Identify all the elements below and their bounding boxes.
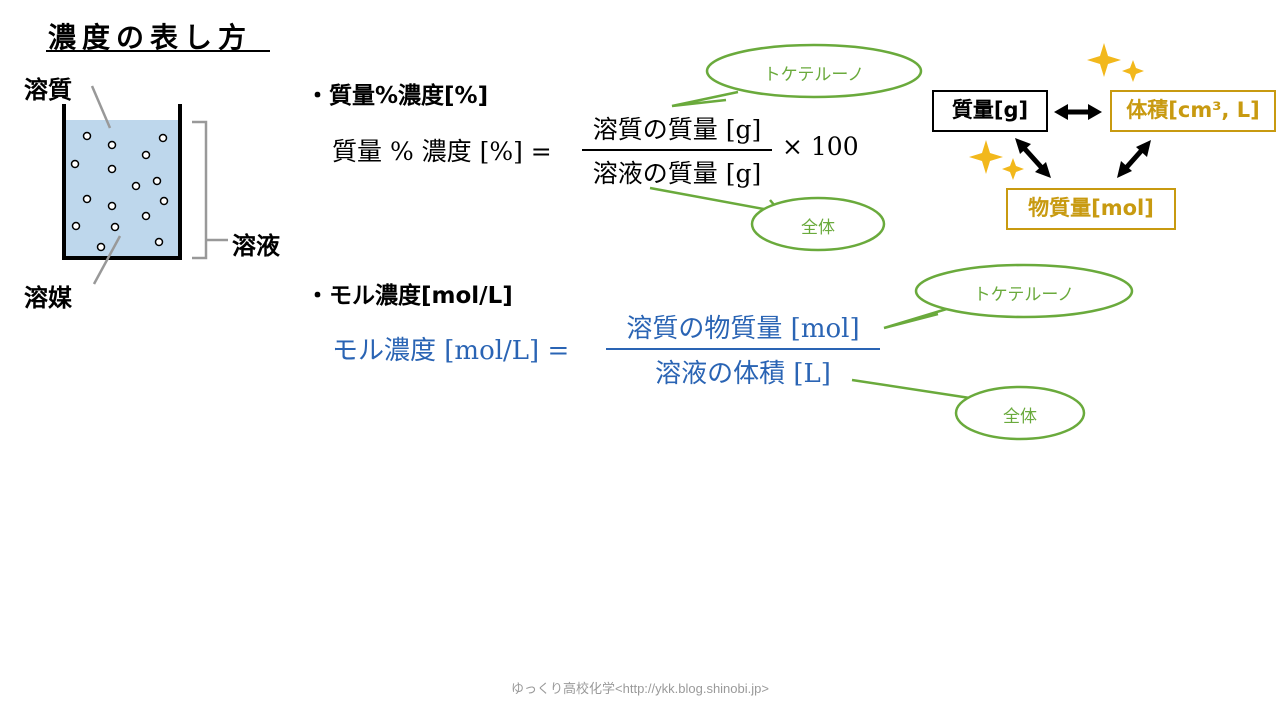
mass-percent-denominator: 溶液の質量 [g] [592, 159, 762, 188]
mass-percent-lhs: 質量 % 濃度 [%] = [332, 137, 552, 166]
bubble-3 [914, 263, 1134, 319]
fraction-bar [582, 149, 772, 151]
bubble-1 [705, 43, 923, 99]
mass-percent-numerator: 溶質の質量 [g] [592, 115, 762, 144]
solute-label: 溶質 [24, 76, 72, 104]
mass-percent-heading: ・質量%濃度[%] [306, 83, 489, 109]
solution-fill [64, 120, 180, 258]
mass-box: 質量[g] [932, 90, 1048, 132]
bubble-tail-3 [883, 306, 951, 330]
fraction-bar [606, 348, 880, 350]
sparkle-icon [1087, 43, 1144, 82]
beaker-diagram [62, 85, 228, 285]
solution-bracket [192, 120, 228, 260]
solute-particles [70, 131, 169, 252]
molar-numerator: 溶質の物質量 [mol] [626, 314, 860, 344]
solvent-label: 溶媒 [24, 284, 72, 312]
mass-percent-multiplier: × 100 [782, 132, 859, 161]
page-title: 濃度の表し方 [48, 21, 253, 54]
bubble-4-text: 全体 [1003, 407, 1037, 427]
bubble-4 [954, 385, 1086, 441]
sparkle-icon [969, 140, 1024, 180]
bubble-2 [750, 196, 886, 252]
title-underline [46, 50, 270, 52]
molar-heading: ・モル濃度[mol/L] [306, 283, 513, 309]
bubble-1-text: トケテルーノ [763, 65, 865, 85]
bubble-3-text: トケテルーノ [973, 285, 1075, 305]
solution-label: 溶液 [232, 232, 280, 260]
molar-fraction: 溶質の物質量 [mol] 溶液の体積 [L] [606, 308, 880, 390]
solute-pointer [90, 85, 112, 129]
mass-percent-fraction: 溶質の質量 [g] 溶液の質量 [g] [582, 110, 772, 190]
molar-lhs: モル濃度 [mol/L] = [332, 336, 570, 366]
molar-denominator: 溶液の体積 [L] [655, 359, 831, 389]
solvent-pointer [92, 235, 122, 285]
bubble-2-text: 全体 [801, 218, 835, 238]
footer-credit: ゆっくり高校化学<http://ykk.blog.shinobi.jp> [511, 681, 769, 696]
mole-box: 物質量[mol] [1006, 188, 1176, 230]
volume-box: 体積[cm³, L] [1110, 90, 1276, 132]
bubble-tail-1 [671, 90, 739, 108]
beaker-outline [62, 104, 182, 260]
